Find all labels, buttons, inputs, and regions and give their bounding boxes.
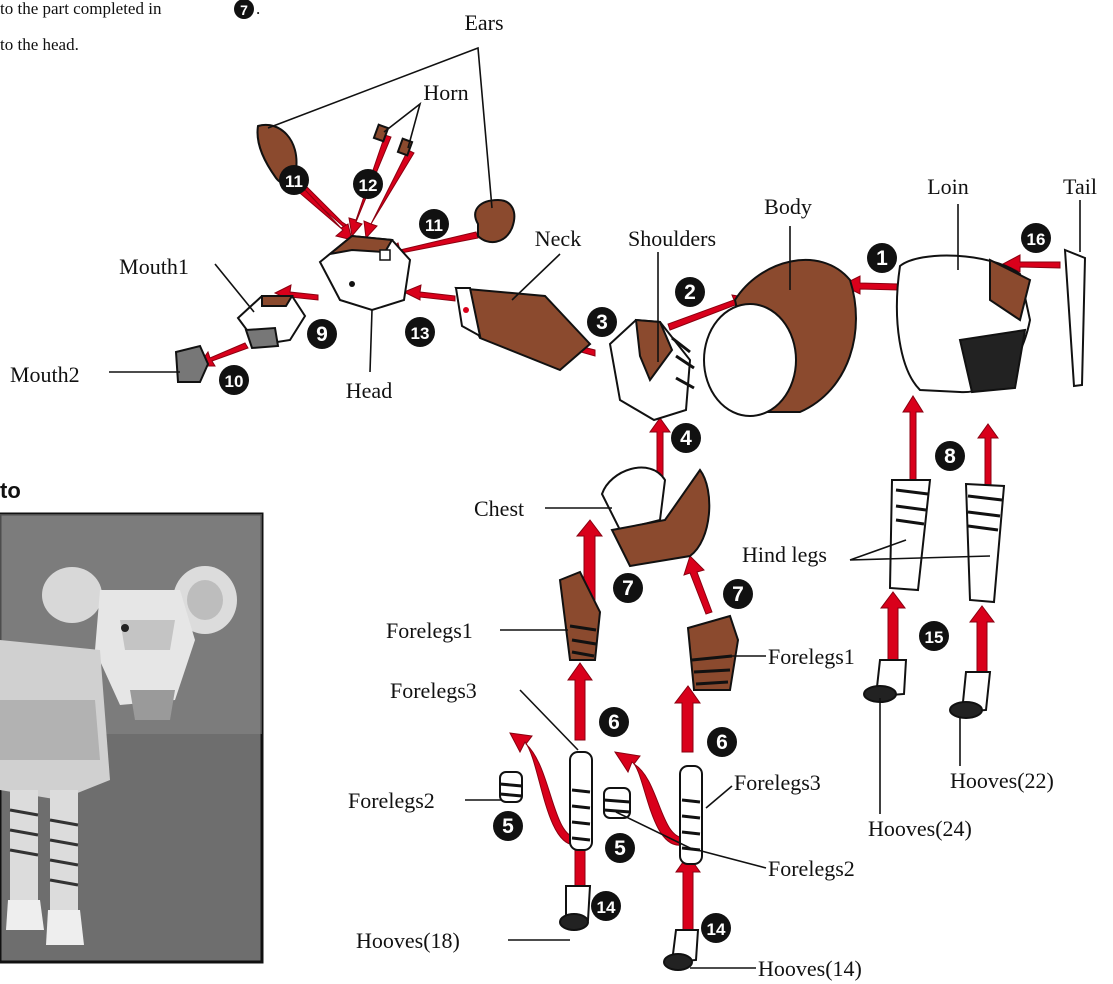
part-tail — [1065, 250, 1085, 386]
label-forelegs1-right: Forelegs1 — [768, 644, 855, 669]
svg-text:4: 4 — [680, 427, 692, 450]
svg-text:11: 11 — [425, 216, 443, 235]
part-chest — [602, 468, 709, 566]
svg-text:6: 6 — [716, 731, 728, 754]
label-hooves-22: Hooves(22) — [950, 768, 1054, 793]
svg-text:2: 2 — [684, 281, 696, 304]
svg-text:5: 5 — [502, 815, 514, 838]
label-hooves-18: Hooves(18) — [356, 928, 460, 953]
svg-text:13: 13 — [411, 324, 430, 343]
instruction-line-1: to the part completed in 7 . — [0, 0, 260, 19]
instruction-step-number: 7 — [240, 2, 248, 18]
part-forelegs1-right — [688, 616, 738, 690]
part-head — [320, 236, 410, 310]
step-badge-16: 16 — [1021, 223, 1051, 253]
svg-text:7: 7 — [732, 583, 744, 606]
label-forelegs2-left: Forelegs2 — [348, 788, 435, 813]
step-badge-3: 3 — [587, 307, 617, 337]
part-hooves-18 — [560, 886, 590, 930]
step-badge-4: 4 — [671, 423, 701, 453]
step-badge-14b: 14 — [701, 913, 731, 943]
step-badge-6a: 6 — [599, 707, 629, 737]
step-badge-5a: 5 — [493, 811, 523, 841]
part-hooves-14 — [664, 930, 698, 970]
step-badge-13: 13 — [405, 317, 435, 347]
svg-text:15: 15 — [925, 628, 944, 647]
svg-text:14: 14 — [707, 920, 726, 939]
svg-text:11: 11 — [285, 172, 303, 191]
svg-text:1: 1 — [876, 247, 888, 270]
svg-text:6: 6 — [608, 711, 620, 734]
step-badge-12: 12 — [353, 169, 383, 199]
svg-text:10: 10 — [225, 372, 244, 391]
part-mouth2 — [176, 346, 208, 382]
label-hooves-14: Hooves(14) — [758, 956, 862, 981]
photo-heading: to — [0, 478, 21, 503]
part-body — [704, 260, 856, 416]
svg-text:12: 12 — [359, 176, 378, 195]
step-badge-8: 8 — [935, 441, 965, 471]
part-forelegs2-right — [604, 788, 630, 818]
label-shoulders: Shoulders — [628, 226, 716, 251]
part-hooves-24 — [864, 660, 906, 702]
step-badge-2: 2 — [675, 277, 705, 307]
svg-text:7: 7 — [622, 577, 634, 600]
label-forelegs2-right: Forelegs2 — [768, 856, 855, 881]
step-badge-5b: 5 — [605, 833, 635, 863]
part-hind-legs-right — [966, 484, 1004, 602]
step-badge-14a: 14 — [591, 891, 621, 921]
svg-text:5: 5 — [614, 837, 626, 860]
svg-text:14: 14 — [597, 898, 616, 917]
step-badge-11a: 11 — [279, 165, 309, 195]
step-badge-9: 9 — [307, 319, 337, 349]
label-horn: Horn — [423, 80, 468, 105]
step-badge-7a: 7 — [613, 573, 643, 603]
finished-model-photo — [0, 514, 262, 962]
label-forelegs3-left: Forelegs3 — [390, 678, 477, 703]
label-neck: Neck — [535, 226, 581, 251]
svg-text:16: 16 — [1027, 230, 1046, 249]
instruction-text-1: to the part completed in — [0, 0, 162, 18]
label-tail: Tail — [1063, 174, 1097, 199]
label-loin: Loin — [927, 174, 969, 199]
label-hind-legs: Hind legs — [742, 542, 827, 567]
step-badge-15: 15 — [919, 621, 949, 651]
step-badge-7b: 7 — [723, 579, 753, 609]
part-forelegs3-left — [570, 752, 592, 850]
svg-text:8: 8 — [944, 445, 956, 468]
step-badge-6b: 6 — [707, 727, 737, 757]
part-neck — [456, 288, 590, 370]
step-badge-1: 1 — [867, 243, 897, 273]
label-forelegs3-right: Forelegs3 — [734, 770, 821, 795]
label-chest: Chest — [474, 496, 524, 521]
step-badge-11b: 11 — [419, 209, 449, 239]
part-forelegs3-right — [680, 766, 702, 864]
svg-text:9: 9 — [316, 323, 328, 346]
label-head: Head — [346, 378, 392, 403]
label-mouth1: Mouth1 — [119, 254, 189, 279]
instruction-text-2: to the head. — [0, 35, 79, 54]
label-body: Body — [764, 194, 812, 219]
label-hooves-24: Hooves(24) — [868, 816, 972, 841]
part-loin — [897, 256, 1030, 393]
label-mouth2: Mouth2 — [10, 362, 80, 387]
label-forelegs1-left: Forelegs1 — [386, 618, 473, 643]
part-hind-legs-left — [890, 480, 930, 590]
instruction-text-1-end: . — [256, 0, 260, 18]
part-ear-right — [475, 200, 514, 242]
svg-text:3: 3 — [596, 311, 608, 334]
part-hooves-22 — [950, 672, 990, 718]
label-ears: Ears — [464, 10, 503, 35]
step-badge-10: 10 — [219, 365, 249, 395]
part-forelegs2-left — [500, 772, 522, 802]
part-shoulders — [610, 320, 694, 420]
